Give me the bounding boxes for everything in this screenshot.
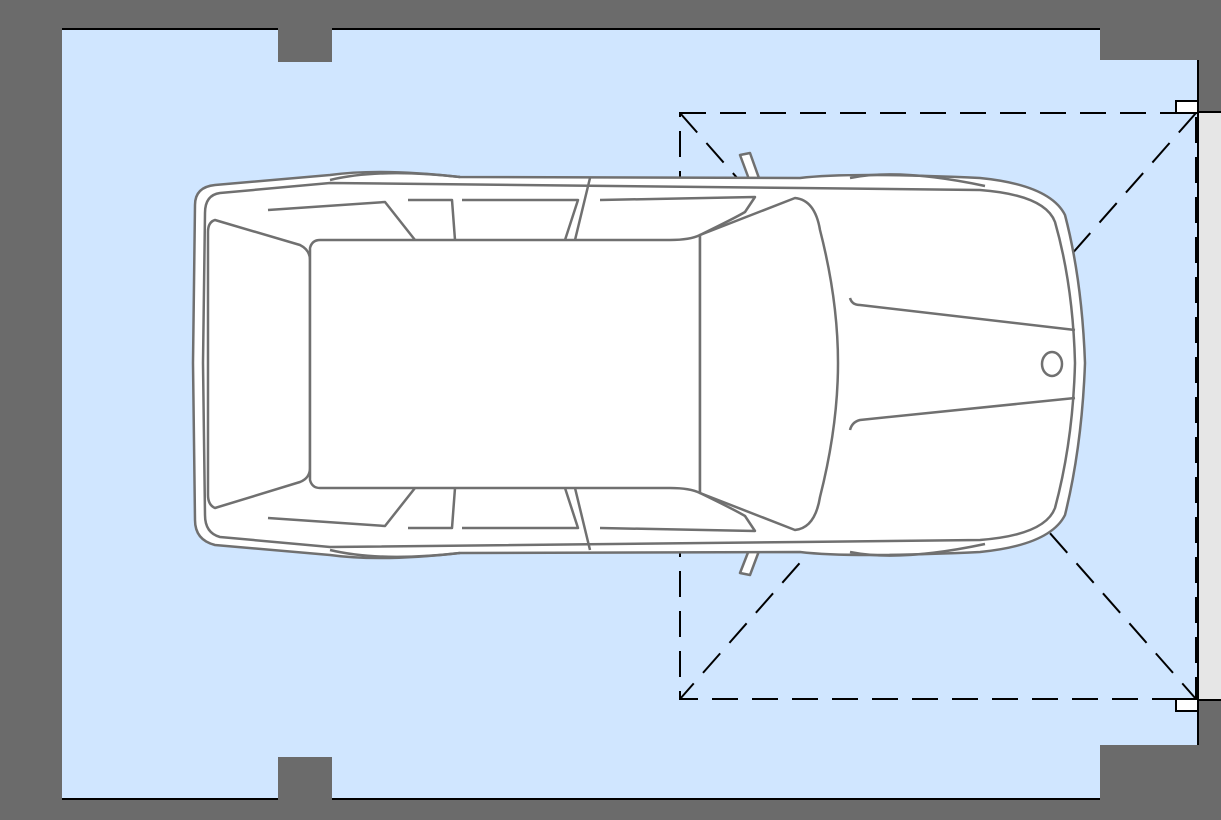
wheel-bump-front-bottom: [849, 542, 986, 557]
car-top-view: [191, 151, 1087, 577]
door-hinge-top: [1175, 100, 1199, 114]
top-pillar-right: [1100, 26, 1200, 60]
hood-emblem: [1040, 350, 1064, 378]
wheel-bump-front-top: [849, 173, 986, 188]
side-windows-bottom: [267, 487, 757, 551]
left-wall-edge: [58, 0, 62, 820]
bottom-pillar-left: [278, 757, 332, 801]
rear-window: [206, 218, 312, 510]
garage-door-panel: [1198, 112, 1221, 700]
hood-crease-bottom: [848, 396, 1076, 431]
top-pillar-left: [278, 26, 332, 62]
roof: [308, 233, 702, 495]
wheel-bump-rear-bottom: [329, 548, 461, 559]
hood-crease-top: [848, 297, 1076, 332]
wheel-bump-rear-top: [329, 171, 461, 182]
side-windows-top: [267, 177, 757, 241]
door-hinge-bottom: [1175, 698, 1199, 712]
bottom-pillar-right: [1100, 745, 1200, 801]
car-body-inner: [201, 181, 1077, 549]
windshield: [698, 196, 840, 532]
